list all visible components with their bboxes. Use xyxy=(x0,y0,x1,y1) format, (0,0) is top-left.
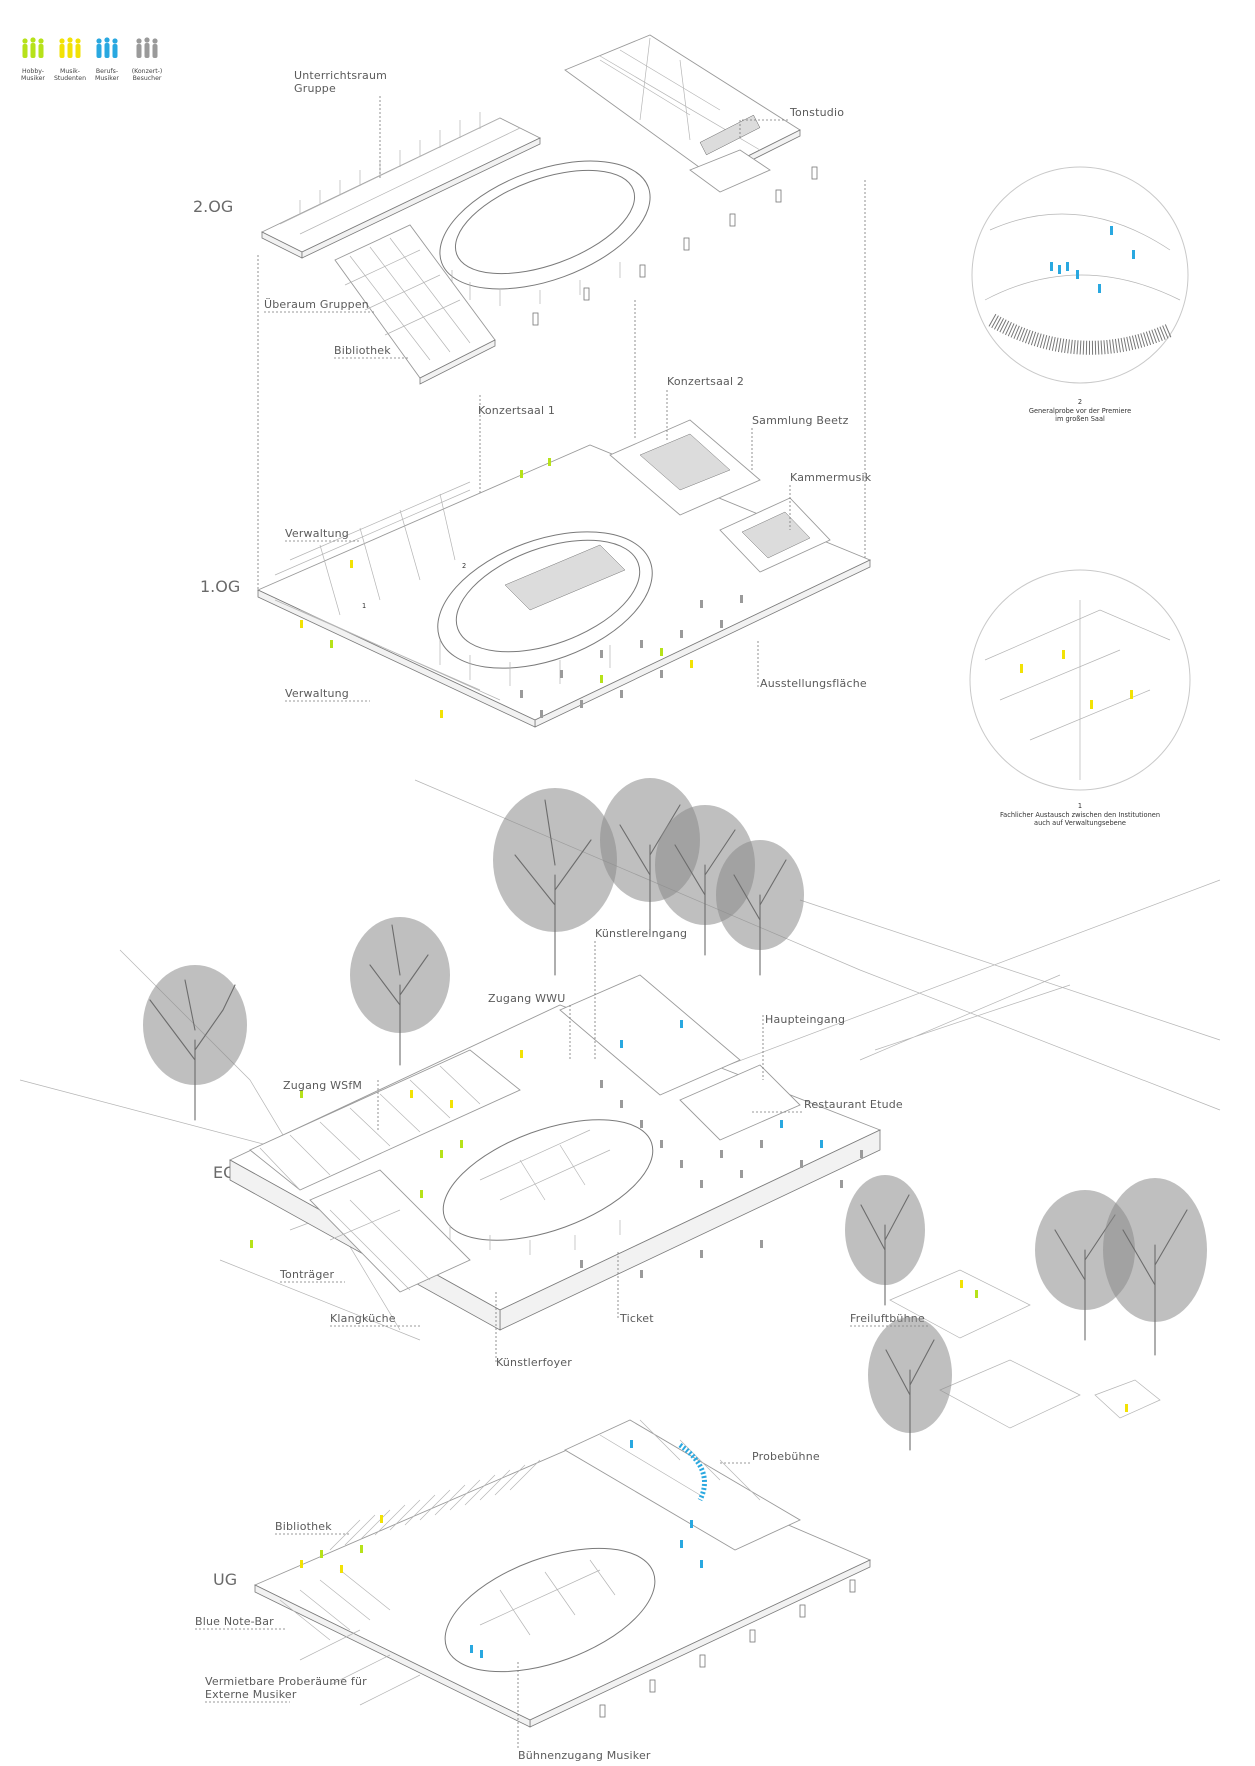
legend-label-line2: Besucher xyxy=(133,75,162,82)
level-label-2og: 2.OG xyxy=(193,197,233,216)
vignette-number: 1 xyxy=(1078,802,1082,810)
legend-label-line2: Musiker xyxy=(21,75,45,82)
probebuehne-block xyxy=(564,1419,801,1551)
freiluftbuehne-area xyxy=(889,1269,1031,1339)
vignette-caption-line2: im großen Saal xyxy=(1055,415,1105,423)
level-label-ug: UG xyxy=(213,1570,237,1589)
legend-label-line2: Musiker xyxy=(95,75,119,82)
konzertsaal-ug xyxy=(444,1547,656,1673)
person-group-icon xyxy=(96,37,118,58)
label-probebuehne: Probebühne xyxy=(752,1450,820,1463)
vignette-1: 1 Fachlicher Austausch zwischen den Inst… xyxy=(969,569,1191,827)
label-klangkueche: Klangküche xyxy=(330,1312,396,1325)
wsfm-wing xyxy=(249,1049,521,1191)
tree-icon xyxy=(493,788,617,976)
person-group-icon xyxy=(59,37,81,58)
tree-icon xyxy=(350,917,450,1066)
label-zugang-wwu: Zugang WWU xyxy=(488,992,566,1005)
label-bibliothek-og: Bibliothek xyxy=(334,344,391,357)
tree-icon xyxy=(868,1317,952,1451)
legend: Hobby- Musiker Musik- Studenten Berufs- … xyxy=(21,37,162,82)
visitor-crowd xyxy=(250,1020,1128,1412)
konzertsaal-roof xyxy=(439,160,651,306)
vignette-number: 2 xyxy=(1078,398,1082,406)
tree-icon xyxy=(1103,1178,1207,1356)
label-konzertsaal-2: Konzertsaal 2 xyxy=(667,375,744,388)
label-restaurant-etude: Restaurant Etude xyxy=(804,1098,903,1111)
label-proberaeume-line2: Externe Musiker xyxy=(205,1688,297,1701)
label-verwaltung-bottom: Verwaltung xyxy=(285,687,349,700)
label-blue-note-bar: Blue Note-Bar xyxy=(195,1615,274,1628)
column-row xyxy=(599,1579,856,1718)
legend-item-studenten: Musik- Studenten xyxy=(54,37,86,82)
level-1og: 1.OG xyxy=(200,375,872,728)
label-kuenstlerfoyer: Künstlerfoyer xyxy=(496,1356,572,1369)
person-group-icon xyxy=(136,37,158,58)
legend-label-line1: Hobby- xyxy=(22,68,44,75)
konzertsaal-eg xyxy=(442,1119,654,1241)
label-unterrichtsraum-line2: Gruppe xyxy=(294,82,336,95)
marker-1: 1 xyxy=(362,602,366,610)
legend-label-line1: Musik- xyxy=(60,68,80,75)
column-row xyxy=(532,166,818,326)
label-ausstellungsflaeche: Ausstellungsfläche xyxy=(760,677,867,690)
label-unterrichtsraum-line1: Unterrichtsraum xyxy=(294,69,387,82)
label-haupteingang: Haupteingang xyxy=(765,1013,845,1026)
entrance-block xyxy=(559,974,741,1096)
label-kuenstlereingang: Künstlereingang xyxy=(595,927,687,940)
level-eg: EG xyxy=(19,778,1221,1451)
visitor-crowd xyxy=(300,458,743,718)
level-label-1og: 1.OG xyxy=(200,577,240,596)
legend-label-line2: Studenten xyxy=(54,75,86,82)
legend-label-line1: Berufs- xyxy=(96,68,118,75)
level-2og: 2.OG xyxy=(193,34,844,385)
label-buehnenzugang-musiker: Bühnenzugang Musiker xyxy=(518,1749,651,1762)
restaurant-block xyxy=(679,1064,801,1141)
label-ticket: Ticket xyxy=(619,1312,654,1325)
classroom-strip xyxy=(260,112,542,259)
tree-cluster xyxy=(143,778,1207,1451)
legend-label-line1: (Konzert-) xyxy=(132,68,163,75)
tree-icon xyxy=(143,965,247,1121)
label-tontraeger: Tonträger xyxy=(279,1268,334,1281)
marker-2: 2 xyxy=(462,562,466,570)
label-proberaeume-line1: Vermietbare Proberäume für xyxy=(205,1675,367,1688)
legend-item-besucher: (Konzert-) Besucher xyxy=(132,37,163,82)
label-konzertsaal-1: Konzertsaal 1 xyxy=(478,404,555,417)
legend-item-hobby: Hobby- Musiker xyxy=(21,37,45,82)
tree-icon xyxy=(716,840,804,976)
musician-crowd xyxy=(300,1440,703,1658)
label-ueberaum-gruppen: Überaum Gruppen xyxy=(264,298,369,311)
level-ug: UG xyxy=(195,1419,872,1762)
person-group-icon xyxy=(1020,650,1133,709)
uebungsraum-block xyxy=(334,224,496,385)
klangkueche-block xyxy=(309,1169,471,1293)
label-sammlung-beetz: Sammlung Beetz xyxy=(752,414,849,427)
person-group-icon xyxy=(22,37,44,58)
vignette-caption-line1: Fachlicher Austausch zwischen den Instit… xyxy=(1000,811,1160,819)
tonstudio-wing xyxy=(564,34,801,193)
vignette-caption-line2: auch auf Verwaltungsebene xyxy=(1034,819,1126,827)
label-tonstudio: Tonstudio xyxy=(789,106,844,119)
label-verwaltung-top: Verwaltung xyxy=(285,527,349,540)
label-bibliothek-ug: Bibliothek xyxy=(275,1520,332,1533)
label-zugang-wsfm: Zugang WSfM xyxy=(283,1079,362,1092)
vignette-2: 2 Generalprobe vor der Premiere im große… xyxy=(971,166,1189,423)
musician-group-icon xyxy=(1050,226,1135,293)
tree-icon xyxy=(845,1175,925,1306)
label-kammermusik: Kammermusik xyxy=(790,471,872,484)
vignette-caption-line1: Generalprobe vor der Premiere xyxy=(1029,407,1131,415)
legend-item-berufsmusiker: Berufs- Musiker xyxy=(95,37,119,82)
